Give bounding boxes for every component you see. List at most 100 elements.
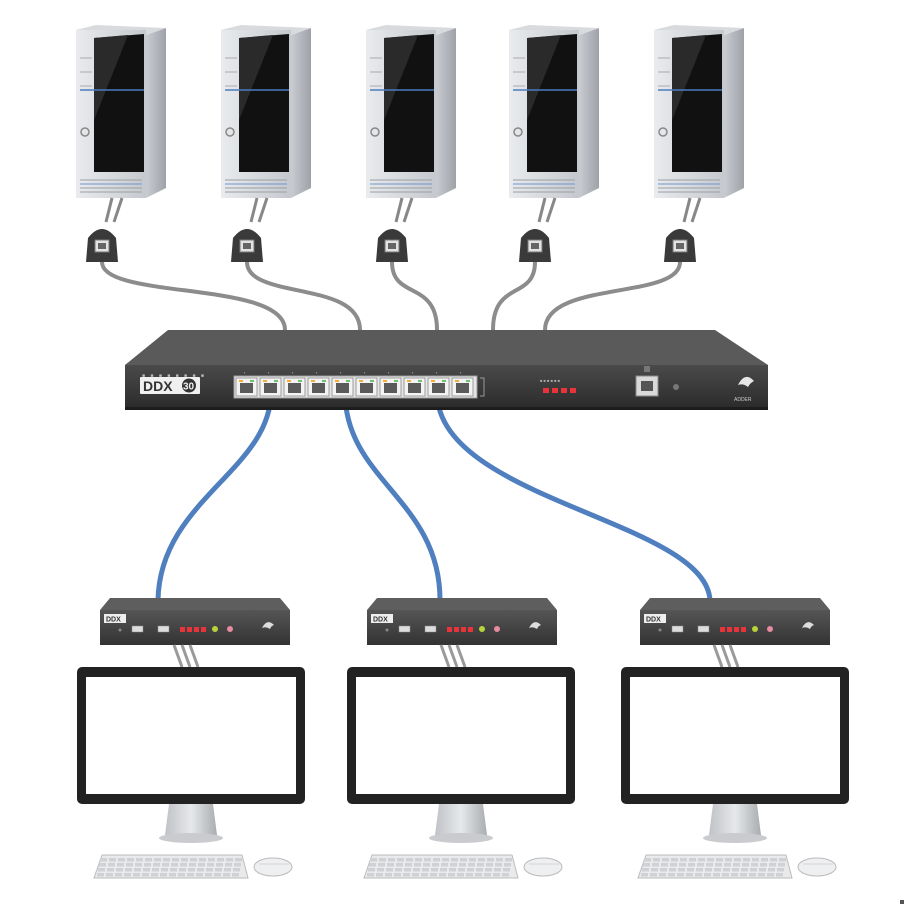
keyboard-key <box>777 868 784 872</box>
keyboard-key <box>190 858 197 862</box>
rj45-port-inner <box>408 383 421 393</box>
keyboard-key <box>395 868 402 872</box>
keyboard-key <box>697 863 704 867</box>
power-led-icon <box>673 384 679 390</box>
keyboard-key <box>388 858 395 862</box>
keyboard-key <box>493 873 500 877</box>
keyboard-key <box>668 873 675 877</box>
keyboard-key <box>476 868 483 872</box>
extender-logo-text: DDX <box>373 617 388 624</box>
keyboard-key <box>107 868 114 872</box>
keyboard-key <box>485 868 492 872</box>
port-number-mark: ▪ <box>436 370 438 375</box>
rj45-port-inner <box>312 383 325 393</box>
keyboard-key <box>369 863 376 867</box>
keyboard-key <box>469 858 476 862</box>
keyboard-key <box>484 873 491 877</box>
keyboard-key <box>705 868 712 872</box>
port-led <box>455 380 459 382</box>
keyboard-key <box>743 858 750 862</box>
server-video-cable <box>682 197 692 223</box>
workstation-row <box>77 667 849 879</box>
port-number-mark: ▪ <box>364 370 366 375</box>
server-2 <box>221 25 311 262</box>
keyboard-key <box>124 873 131 877</box>
monitor-screen <box>630 677 840 794</box>
port-led <box>431 380 435 382</box>
keyboard-key <box>660 868 667 872</box>
server-cable-5 <box>543 260 682 332</box>
server-side <box>146 28 166 198</box>
server-row <box>76 25 744 262</box>
status-led <box>570 388 576 393</box>
keyboard-key <box>179 868 186 872</box>
keyboard-key <box>162 863 169 867</box>
audio-in-icon <box>767 626 773 632</box>
keyboard-key <box>642 868 649 872</box>
extender-indicator <box>658 628 662 632</box>
extender-monitor-cable <box>172 644 184 668</box>
keyboard-key <box>232 873 239 877</box>
port-led <box>250 380 254 382</box>
audio-out-icon <box>479 626 485 632</box>
keyboard-key <box>215 868 222 872</box>
keyboard-key <box>778 863 785 867</box>
keyboard-key <box>206 868 213 872</box>
switch-logo: DDX 30 <box>140 377 200 394</box>
keyboard-key <box>133 873 140 877</box>
keyboard-key <box>430 873 437 877</box>
user-extender-2: DDX <box>367 598 557 668</box>
extender-status-led <box>727 627 732 632</box>
keyboard-key <box>421 873 428 877</box>
keyboard-key <box>760 863 767 867</box>
extender-top <box>367 598 557 610</box>
keyboard-key <box>477 863 484 867</box>
extender-status-led <box>461 627 466 632</box>
usb-port-icon <box>157 625 170 633</box>
keyboard-key <box>205 873 212 877</box>
keyboard-key <box>686 873 693 877</box>
extender-logo: DDX <box>371 614 393 624</box>
monitor-stand <box>435 804 487 835</box>
keyboard-key <box>152 868 159 872</box>
keyboard-key <box>433 858 440 862</box>
keyboard-key <box>715 863 722 867</box>
keyboard-key <box>713 873 720 877</box>
keyboard-key <box>486 863 493 867</box>
user-extender-3: DDX <box>640 598 830 668</box>
keyboard-key <box>116 868 123 872</box>
keyboard-key <box>722 873 729 877</box>
keyboard-key <box>475 873 482 877</box>
server-panel-gloss <box>94 35 128 120</box>
monitor-screen <box>86 677 296 794</box>
keyboard-key <box>432 863 439 867</box>
server-usb-cable <box>112 197 124 223</box>
server-panel-gloss <box>527 35 561 120</box>
keyboard-key <box>759 868 766 872</box>
keyboard-key <box>678 868 685 872</box>
cam-port-inner <box>243 243 251 249</box>
keyboard-key <box>225 863 232 867</box>
extender-monitor-cable <box>188 644 200 668</box>
keyboard-key <box>396 863 403 867</box>
keyboard-key <box>671 858 678 862</box>
keyboard-key <box>733 863 740 867</box>
status-led <box>543 388 549 393</box>
keyboard-key <box>450 863 457 867</box>
keyboard-key <box>487 858 494 862</box>
keyboard-key <box>502 873 509 877</box>
user-cable-1 <box>155 389 274 603</box>
keyboard-key <box>723 868 730 872</box>
keyboard-key <box>413 868 420 872</box>
server-video-cable <box>394 197 404 223</box>
extender-logo: DDX <box>644 614 666 624</box>
keyboard-key <box>441 863 448 867</box>
keyboard-key <box>761 858 768 862</box>
keyboard-key <box>468 863 475 867</box>
port-number-mark: ▪ <box>412 370 414 375</box>
keyboard-key <box>126 863 133 867</box>
keyboard-key <box>440 868 447 872</box>
keyboard-key <box>178 873 185 877</box>
port-led <box>394 380 398 382</box>
port-led <box>370 380 374 382</box>
